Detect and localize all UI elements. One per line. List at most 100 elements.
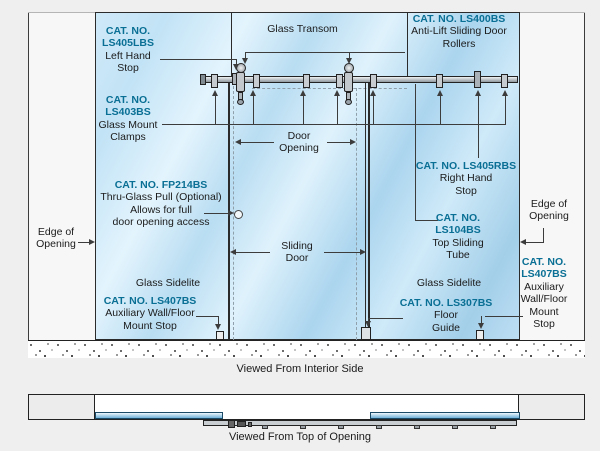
leader-line (478, 96, 479, 158)
sliding-door-right-edge-outer (368, 82, 370, 340)
plan-sliding-door (203, 420, 517, 426)
leader-line (218, 316, 219, 324)
thru-glass-pull (234, 210, 243, 219)
edge-column-right (520, 12, 585, 341)
plan-glass-sidelite-right (370, 412, 520, 419)
label-aux-stop-right: CAT. NO. LS407BS Auxiliary Wall/Floor Mo… (520, 256, 568, 331)
transom-divider-right (407, 13, 408, 77)
label-glass-sidelite-right: Glass Sidelite (416, 277, 482, 289)
glass-mount-clamp (253, 74, 260, 88)
arrow-down (233, 64, 239, 70)
dimension-line (241, 142, 274, 143)
glass-mount-clamp (370, 74, 377, 88)
door-opening-dash-right (356, 88, 357, 340)
leader-line (196, 316, 218, 317)
glass-mount-clamp (501, 74, 508, 88)
plan-door-hardware (248, 422, 252, 427)
leader-line (162, 124, 506, 125)
plan-door-hardware (237, 421, 246, 427)
roller-body (344, 72, 353, 92)
plan-roller-tab (300, 425, 306, 429)
glass-mount-clamp (211, 74, 218, 88)
label-glass-sidelite-left: Glass Sidelite (135, 277, 201, 289)
label-edge-of-opening-right: Edge of Opening (529, 198, 569, 223)
arrow-right (360, 249, 366, 255)
arrow-up (334, 90, 340, 96)
roller-ball (345, 99, 352, 105)
label-floor-guide: CAT. NO. LS307BS Floor Guide (399, 297, 493, 334)
label-thru-glass-pull: CAT. NO. FP214BS Thru-Glass Pull (Option… (100, 179, 222, 229)
roller-ball (237, 99, 244, 105)
plan-wall-right (518, 394, 585, 420)
leader-line (236, 59, 237, 64)
glass-mount-clamp (336, 74, 343, 88)
arrow-down (215, 324, 221, 330)
leader-line (505, 96, 506, 124)
door-opening-dash-top (252, 88, 407, 89)
label-sliding-door: Sliding Door (281, 240, 313, 265)
tube-end-cap (200, 74, 206, 85)
leader-line (303, 96, 304, 124)
label-top-sliding-tube: CAT. NO. LS104BS Top Sliding Tube (432, 212, 484, 262)
leader-line (215, 96, 216, 124)
top-sliding-tube (202, 76, 518, 83)
leader-line (204, 213, 228, 214)
aux-floor-stop-right (476, 330, 484, 340)
label-door-opening: Door Opening (279, 130, 319, 155)
leader-line (349, 52, 350, 58)
leader-line (368, 318, 403, 319)
arrow-right (350, 139, 356, 145)
floor-guide-part (361, 327, 371, 340)
caption-top-view: Viewed From Top of Opening (228, 431, 372, 443)
plan-roller-tab (490, 425, 496, 429)
arrow-right (89, 239, 95, 245)
arrow-left (520, 239, 526, 245)
caption-interior-view: Viewed From Interior Side (236, 363, 364, 375)
leader-line (481, 316, 482, 323)
plan-roller-tab (338, 425, 344, 429)
right-hand-stop-part (474, 71, 481, 88)
plan-roller-tab (376, 425, 382, 429)
arrow-down (365, 321, 371, 327)
label-right-hand-stop: CAT. NO. LS405RBS Right Hand Stop (415, 160, 517, 197)
leader-line (373, 96, 374, 124)
label-anti-lift-rollers: CAT. NO. LS400BS Anti-Lift Sliding Door … (411, 13, 507, 50)
arrow-up (437, 90, 443, 96)
dimension-line (327, 142, 350, 143)
plan-roller-tab (262, 425, 268, 429)
dimension-line (236, 252, 270, 253)
leader-line (245, 52, 405, 53)
plan-wall-left (28, 394, 95, 420)
leader-line (415, 220, 438, 221)
label-aux-stop-left: CAT. NO. LS407BS Auxiliary Wall/Floor Mo… (103, 295, 197, 332)
label-left-hand-stop: CAT. NO. LS405LBS Left Hand Stop (102, 25, 154, 75)
arrow-down (346, 58, 352, 64)
glass-mount-clamp (303, 74, 310, 88)
leader-line (526, 242, 544, 243)
arrow-right (228, 210, 234, 216)
aux-floor-stop-left (216, 331, 224, 340)
arrow-down (242, 58, 248, 64)
leader-line (78, 242, 89, 243)
floor (28, 340, 585, 358)
label-glass-mount-clamps: CAT. NO. LS403BS Glass Mount Clamps (98, 94, 158, 144)
leader-line (253, 96, 254, 124)
arrow-left (235, 139, 241, 145)
leader-line (245, 52, 246, 58)
frame-edge-right (584, 12, 585, 358)
glass-wall (95, 12, 520, 340)
leader-line (160, 59, 236, 60)
plan-roller-tab (414, 425, 420, 429)
dimension-line (324, 252, 360, 253)
arrow-down (478, 323, 484, 329)
transom-divider-left (231, 13, 232, 77)
arrow-up (212, 90, 218, 96)
leader-line (415, 84, 416, 220)
leader-line (440, 96, 441, 124)
roller-body (236, 72, 245, 92)
glass-mount-clamp (436, 74, 443, 88)
arrow-up (502, 90, 508, 96)
leader-line (368, 318, 369, 321)
leader-line (337, 96, 338, 124)
